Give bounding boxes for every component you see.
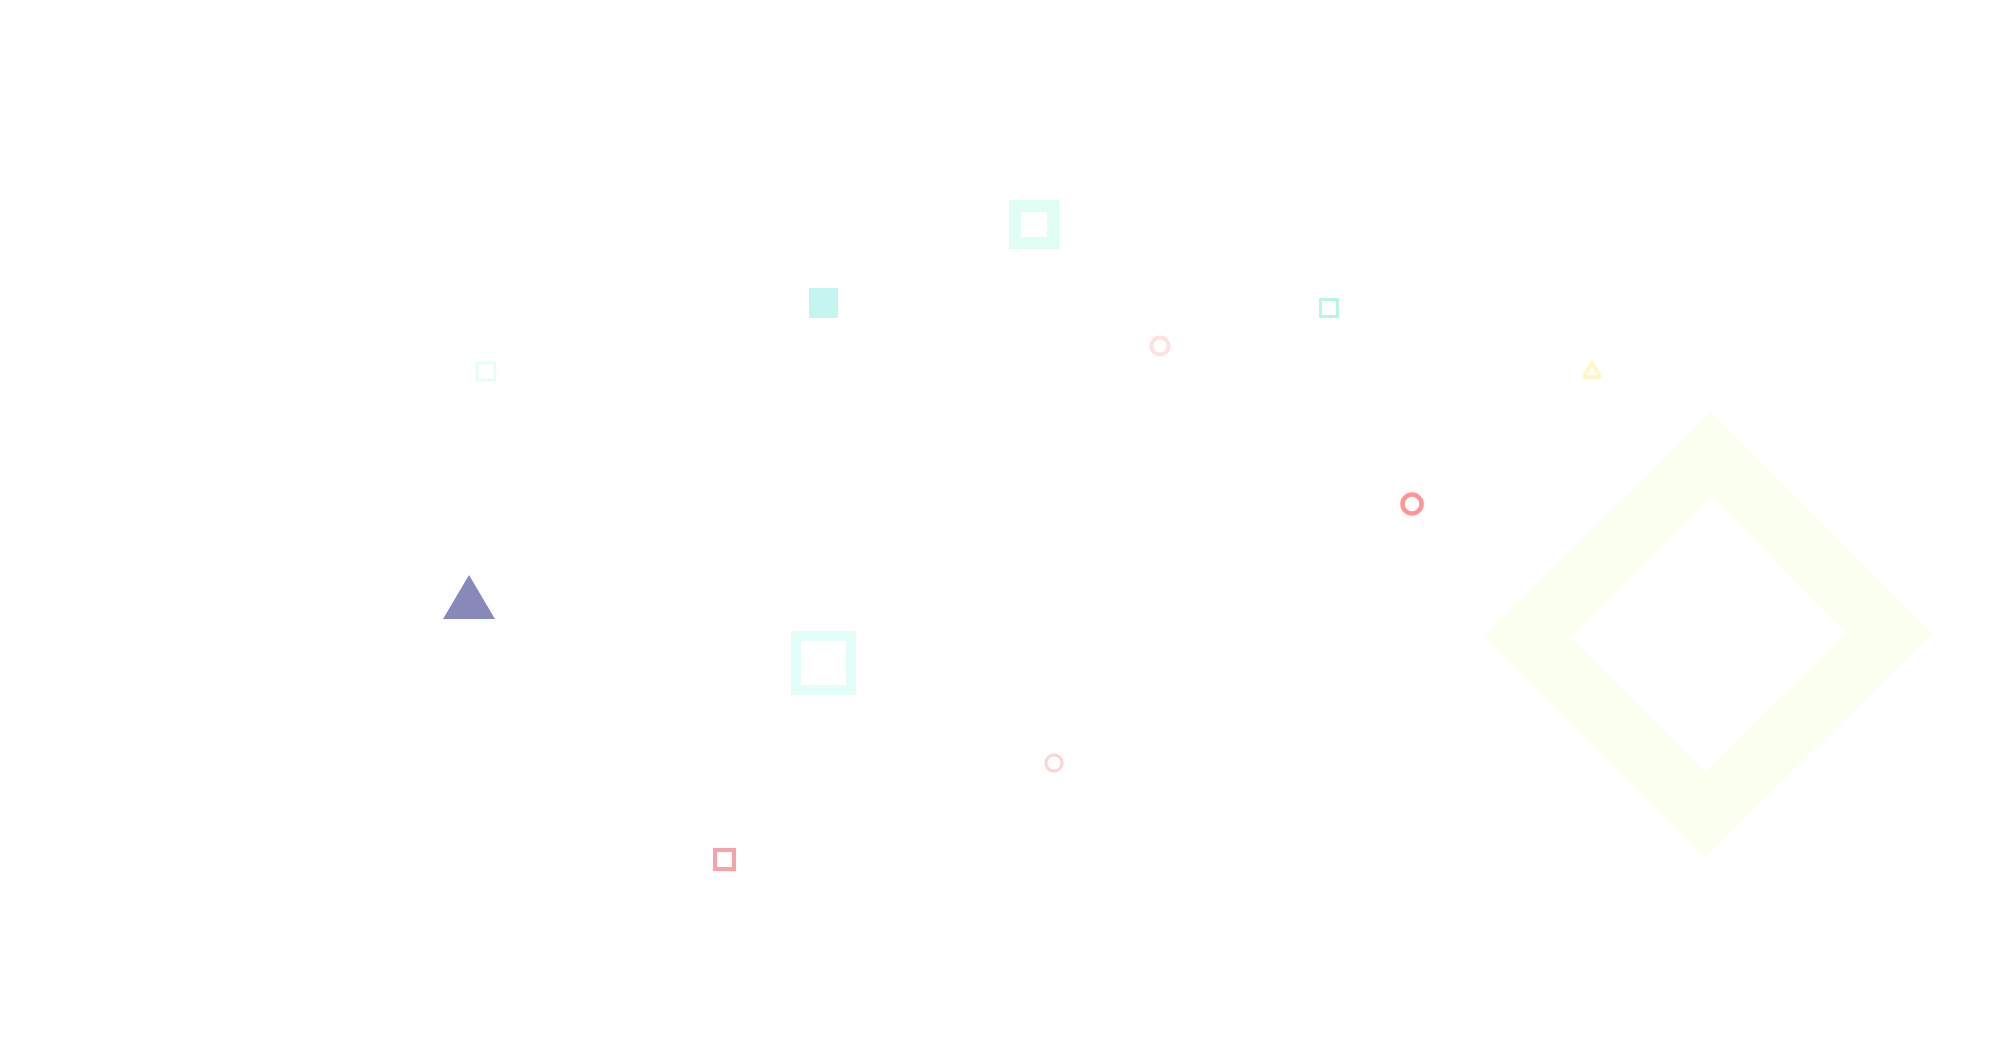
circle-outline-pink-bottom [1044,753,1064,773]
circle-outline-red [1400,492,1424,516]
square-outline-teal-small [1319,298,1339,318]
triangle-outline-yellow [1582,361,1602,379]
square-outline-teal-left [475,361,497,382]
square-outline-teal-blurred [791,631,856,695]
triangle-filled-purple [443,575,495,619]
diamond-outline-lime-large [1483,412,1932,857]
square-outline-red [713,848,736,871]
square-outline-teal-large [1009,200,1059,249]
circle-outline-pink-top [1149,335,1171,357]
square-filled-teal [809,288,838,318]
